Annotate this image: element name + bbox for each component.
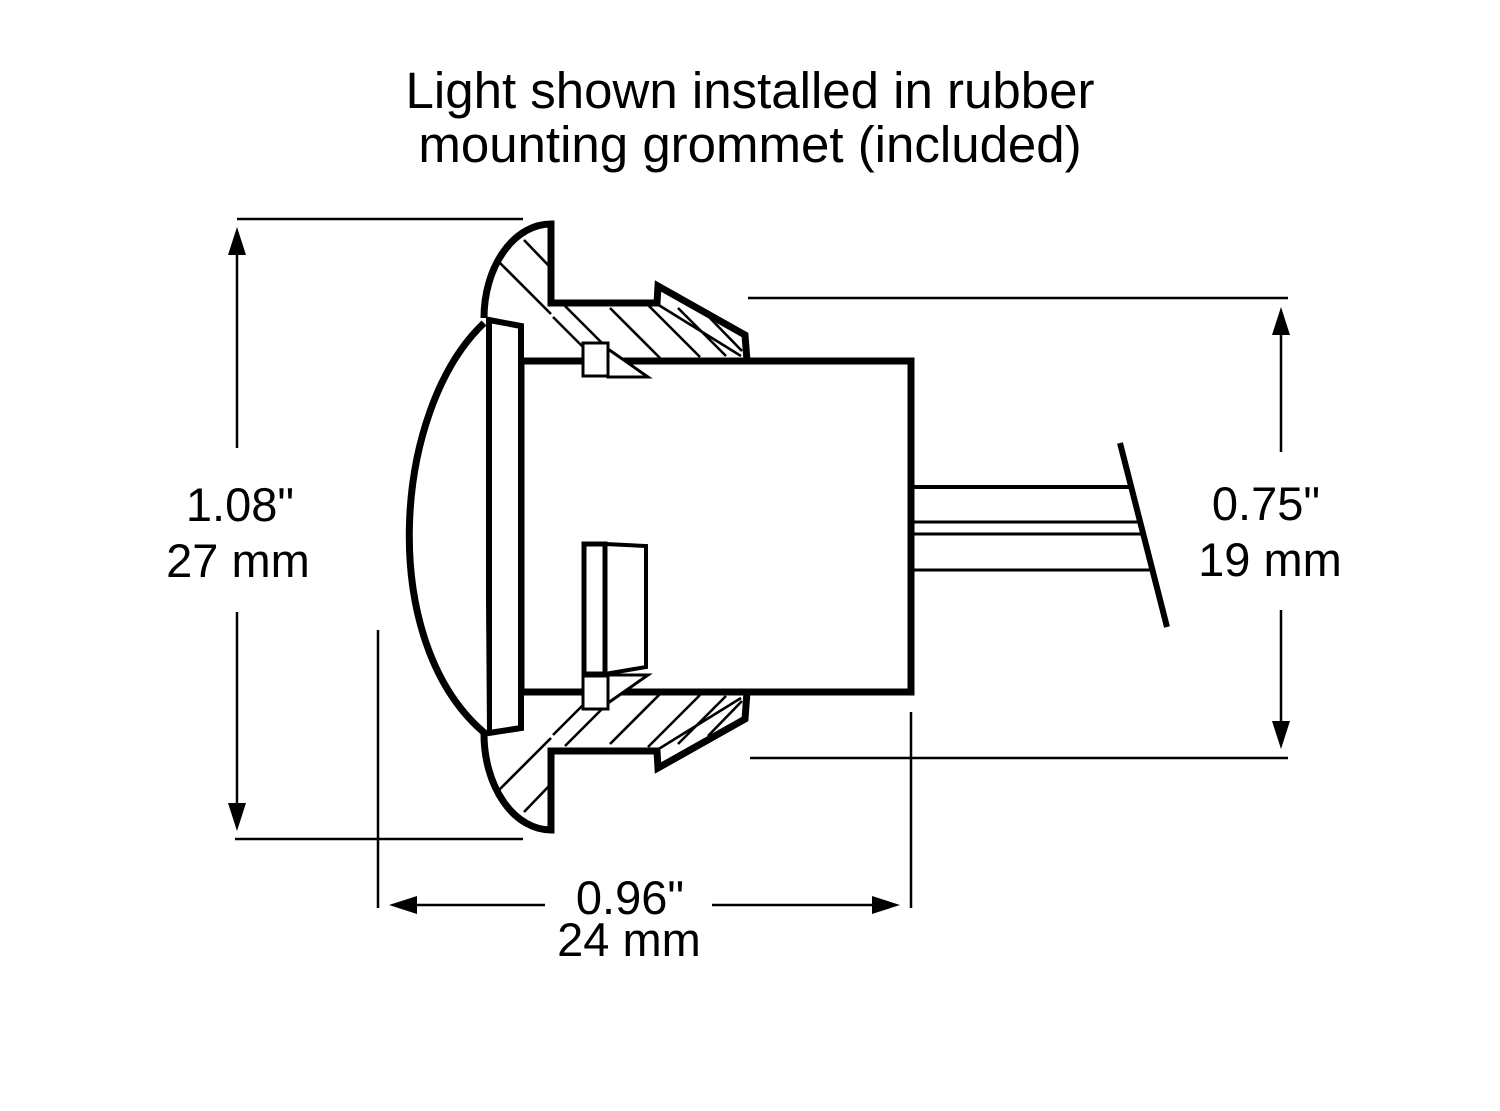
body-height-inches-label: 0.75" [1212,477,1320,530]
grommet-bottom-flange-outline [480,691,751,834]
overall-height-inches-label: 1.08" [186,478,294,531]
dimension-depth: 0.96" 24 mm [389,871,900,966]
body-height-mm-label: 19 mm [1198,533,1342,586]
grommet-bottom-hatching [498,691,743,813]
title-line-2: mounting grommet (included) [418,116,1081,173]
wire-break-mark [1117,442,1170,628]
arrowhead-down-icon [1272,721,1290,749]
top-seam-line [656,302,742,358]
wire-leads [913,442,1170,628]
lens-dome [405,320,490,738]
title-line-1: Light shown installed in rubber [406,62,1095,119]
lens-bezel-plate [486,316,524,737]
arrowhead-left-icon [389,896,417,914]
extension-lines [235,217,1288,908]
internal-led-module [581,541,648,677]
lamp-housing-body [517,357,915,696]
bottom-seam-line [656,696,742,752]
depth-inches-label: 0.96" [576,871,684,924]
dimension-body-height: 0.75" 19 mm [1198,307,1342,749]
dimension-overall-height: 1.08" 27 mm [166,227,310,831]
arrowhead-right-icon [872,896,900,914]
arrowhead-down-icon [228,803,246,831]
arrowhead-up-icon [228,227,246,255]
grommet-top-flange-outline [480,220,751,362]
diagram-title: Light shown installed in rubber mounting… [406,62,1095,173]
arrowhead-up-icon [1272,307,1290,335]
overall-height-mm-label: 27 mm [166,534,310,587]
depth-mm-label: 24 mm [557,913,701,966]
grommet-inner-seams [656,302,742,752]
housing-retention-clip-bottom [581,673,653,711]
housing-retention-clip-top [581,341,653,379]
